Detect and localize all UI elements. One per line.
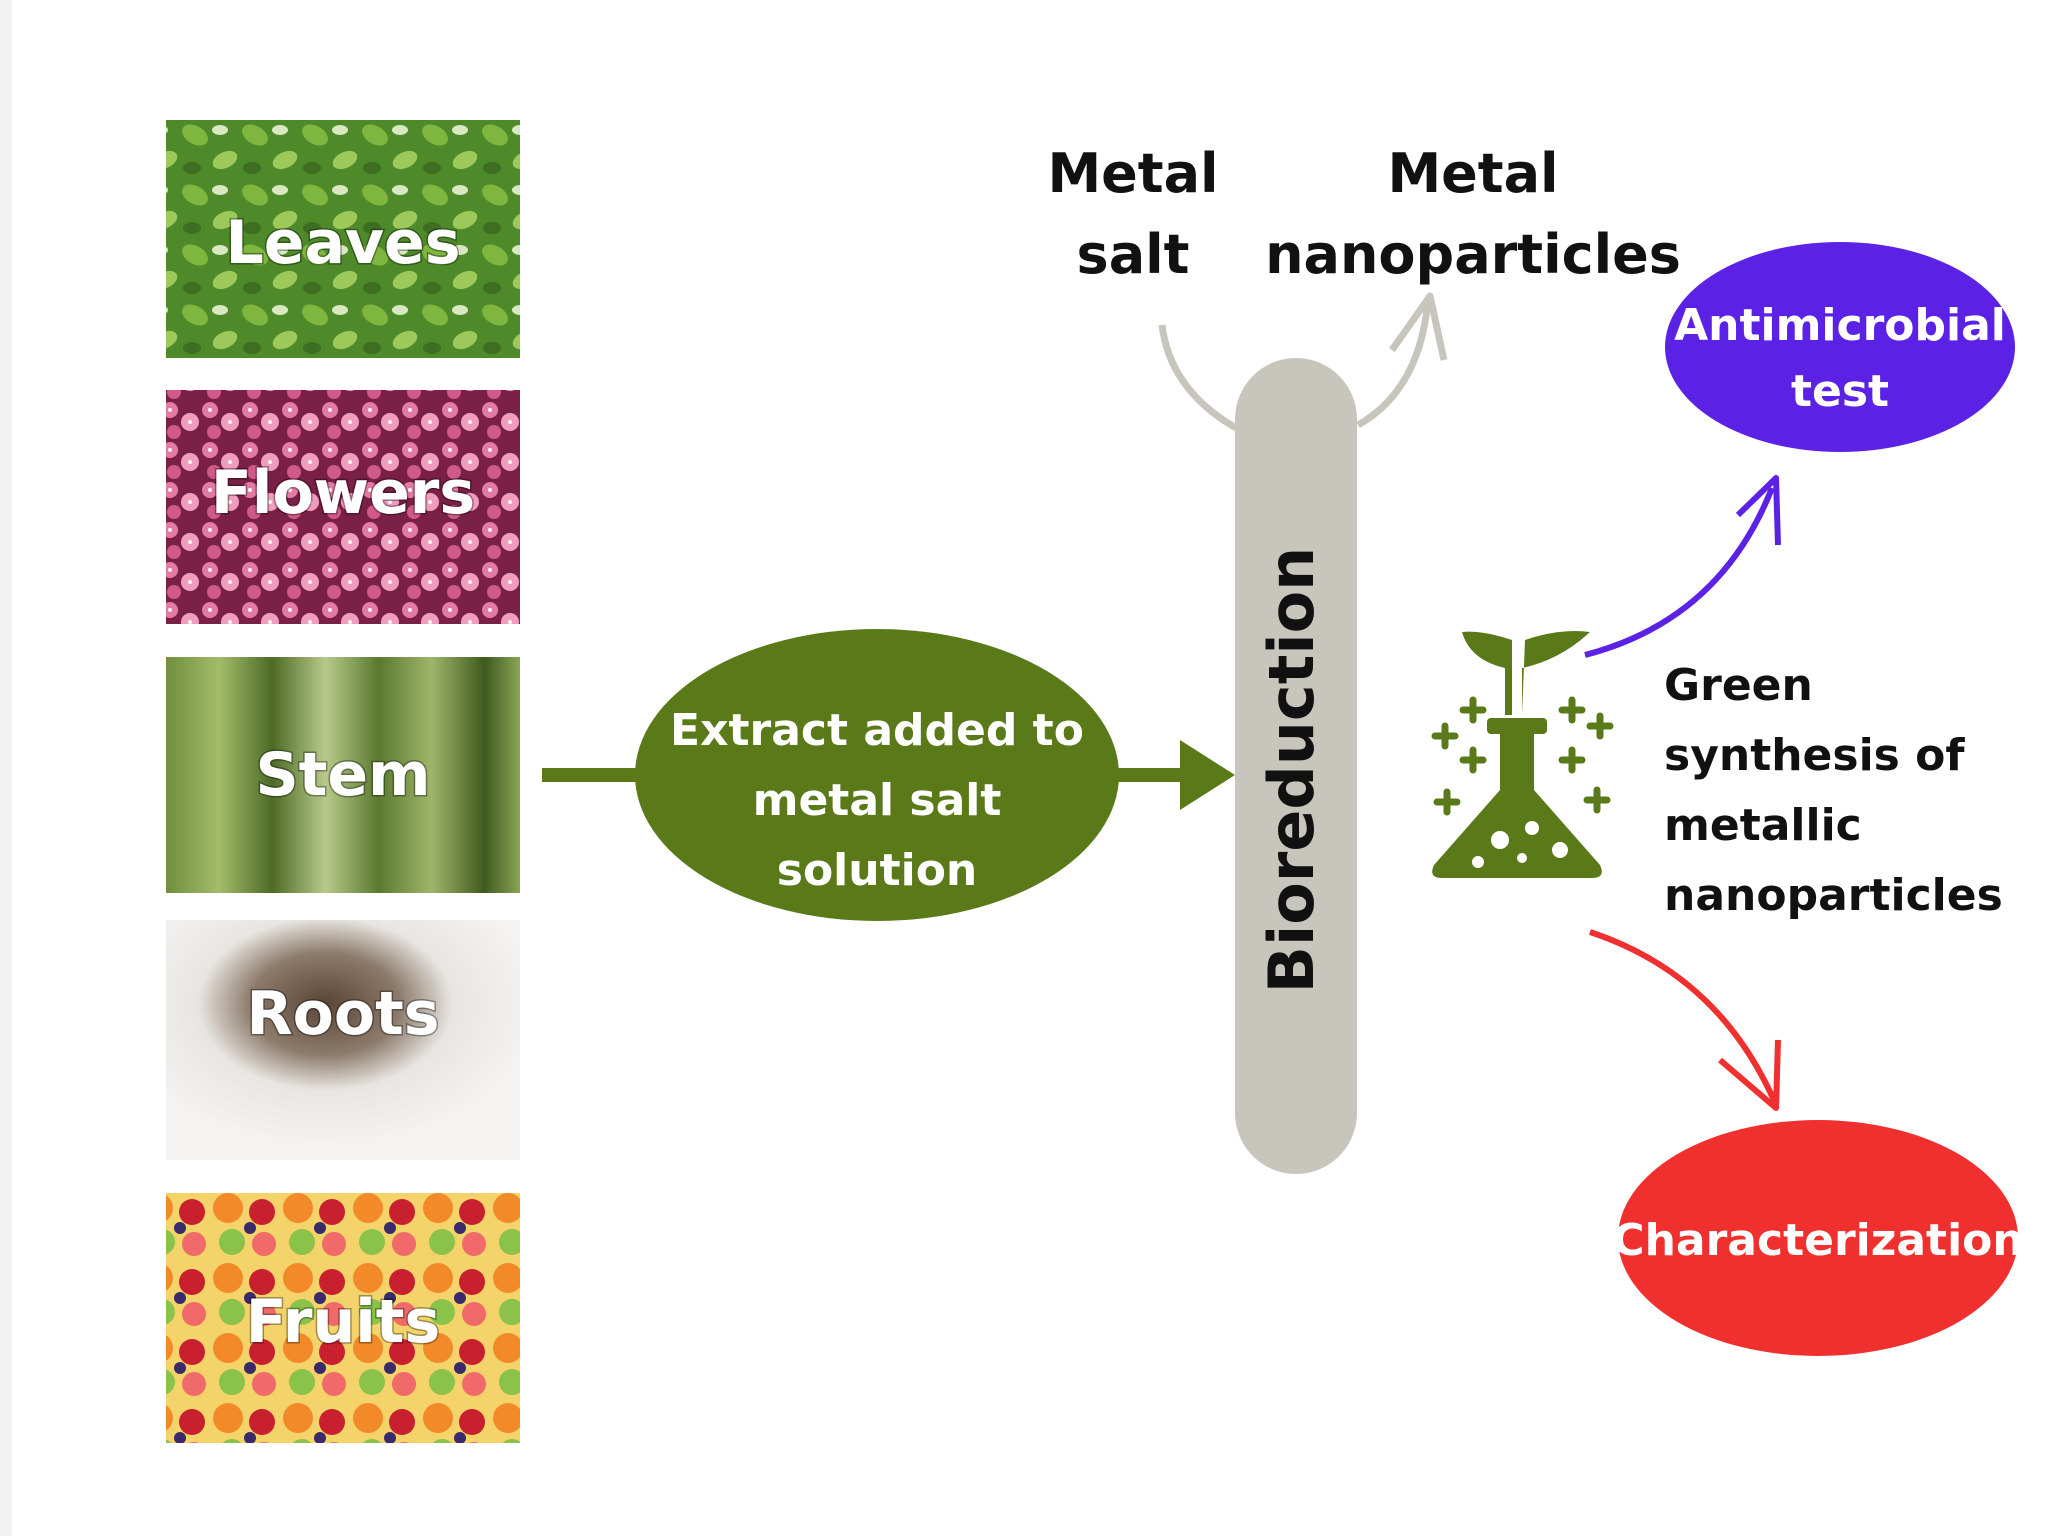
source-tile-fruits: Fruits bbox=[166, 1193, 520, 1443]
antimicrobial-line-2: test bbox=[1791, 366, 1889, 417]
extract-line-2: metal salt bbox=[753, 775, 1002, 826]
nanoparticles-out-arrow bbox=[1356, 292, 1448, 429]
page-border bbox=[0, 0, 12, 1536]
metal-salt-label: Metal salt bbox=[1047, 142, 1218, 286]
metal-nanoparticles-line-2: nanoparticles bbox=[1265, 223, 1681, 286]
green-synthesis-line-3: metallic bbox=[1664, 800, 1862, 851]
bioreduction-label: Bioreduction bbox=[1255, 547, 1328, 994]
metal-salt-line-2: salt bbox=[1077, 223, 1190, 286]
green-synthesis-line-2: synthesis of bbox=[1664, 730, 1965, 781]
green-synthesis-line-4: nanoparticles bbox=[1664, 870, 2003, 921]
green-synthesis-line-1: Green bbox=[1664, 660, 1813, 711]
metal-salt-in-arrow bbox=[1158, 324, 1238, 432]
extract-line-1: Extract added to bbox=[670, 705, 1084, 756]
metal-nanoparticles-line-1: Metal bbox=[1387, 142, 1558, 205]
fruits-label: Fruits bbox=[246, 1287, 440, 1357]
source-tile-stem: Stem bbox=[166, 657, 520, 893]
plant-flask-icon bbox=[1431, 631, 1614, 878]
antimicrobial-line-1: Antimicrobial bbox=[1674, 300, 2006, 351]
bioreduction-pillar: Bioreduction bbox=[1235, 358, 1357, 1174]
stem-label: Stem bbox=[255, 740, 430, 810]
source-tile-roots: Roots bbox=[166, 920, 520, 1160]
characterization-node: Characterization bbox=[1612, 1120, 2024, 1356]
characterization-label: Characterization bbox=[1612, 1215, 2023, 1266]
source-tile-leaves: Leaves bbox=[166, 120, 520, 358]
antimicrobial-node: Antimicrobial test bbox=[1665, 242, 2015, 452]
extract-node: Extract added to metal salt solution bbox=[635, 629, 1119, 921]
arrow-to-antimicrobial bbox=[1584, 475, 1781, 658]
metal-salt-line-1: Metal bbox=[1047, 142, 1218, 205]
flowers-label: Flowers bbox=[211, 458, 475, 528]
green-synthesis-label: Green synthesis of metallic nanoparticle… bbox=[1664, 660, 2003, 921]
arrow-to-bioreduction bbox=[1118, 740, 1235, 810]
source-tile-flowers: Flowers bbox=[166, 390, 520, 624]
leaves-label: Leaves bbox=[226, 208, 461, 278]
arrow-to-characterization bbox=[1589, 929, 1781, 1111]
roots-label: Roots bbox=[246, 979, 439, 1049]
extract-line-3: solution bbox=[777, 845, 978, 896]
metal-nanoparticles-label: Metal nanoparticles bbox=[1265, 142, 1681, 286]
